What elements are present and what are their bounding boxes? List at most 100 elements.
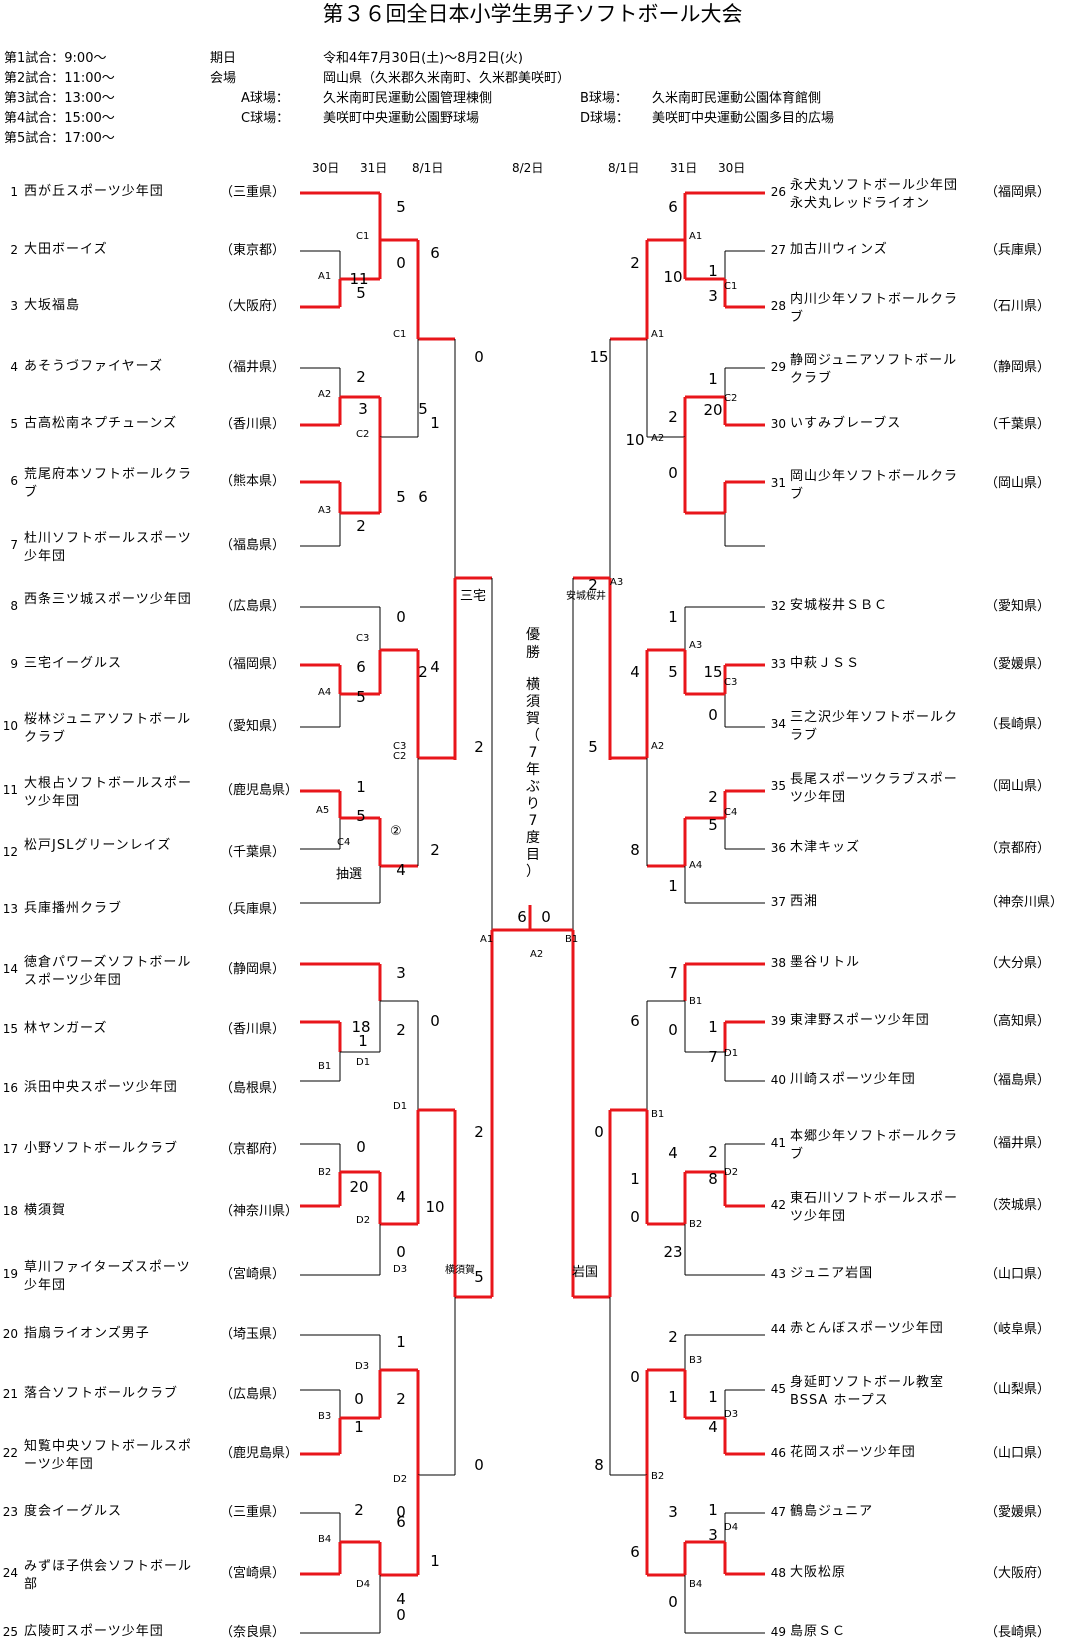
score: 2	[630, 254, 640, 272]
champion-char: 7	[528, 745, 538, 761]
score: 1	[708, 262, 718, 280]
team-prefecture: （東京都）	[220, 243, 286, 258]
period-label: 期日	[210, 51, 237, 66]
team-number: 44	[770, 1322, 786, 1336]
team-prefecture: （茨城県）	[985, 1198, 1051, 1213]
team-prefecture: （千葉県）	[220, 845, 286, 860]
match-label: C2	[724, 393, 738, 404]
score: 4	[396, 1188, 406, 1206]
score: 1	[668, 1388, 678, 1406]
score: 1	[708, 1388, 718, 1406]
team-prefecture: （長崎県）	[985, 717, 1051, 732]
score: 2	[668, 1328, 678, 1346]
final-score: 0	[541, 908, 551, 926]
team-number: 20	[2, 1327, 18, 1341]
team-prefecture: （香川県）	[220, 417, 286, 432]
team-prefecture: （兵庫県）	[220, 902, 286, 917]
score: 10	[663, 268, 683, 286]
team-number: 25	[2, 1625, 18, 1639]
team-prefecture: （大阪府）	[220, 299, 286, 314]
match-label: C3	[724, 677, 738, 688]
score: 7	[708, 1048, 718, 1066]
team-name: みずほ子供会ソフトボール部	[24, 1559, 193, 1592]
match-label: D1	[393, 1101, 408, 1112]
team-number: 35	[770, 779, 786, 793]
final-score: 6	[517, 908, 527, 926]
score: 0	[396, 1243, 406, 1261]
score: 0	[356, 1138, 366, 1156]
score: 1	[668, 877, 678, 895]
team-name: 度会イーグルス	[24, 1504, 123, 1519]
score: 8	[630, 841, 640, 859]
day-header: 8/2日	[512, 161, 544, 175]
team-number: 43	[770, 1267, 786, 1281]
score: 0	[668, 464, 678, 482]
team-number: 9	[10, 657, 18, 671]
score: 5	[396, 198, 406, 216]
team-prefecture: （三重県）	[220, 1505, 286, 1520]
team-prefecture: （岡山県）	[985, 476, 1051, 491]
score: 0	[354, 1390, 364, 1408]
team-number: 5	[10, 417, 18, 431]
match-label: D1	[724, 1048, 739, 1059]
score: 2	[708, 788, 718, 806]
lottery-note: 抽選	[336, 867, 363, 882]
score: 0	[594, 1123, 604, 1141]
team-prefecture: （岐阜県）	[985, 1322, 1051, 1337]
team-prefecture: （鹿児島県）	[220, 1446, 299, 1461]
score: 7	[668, 964, 678, 982]
score: 6	[418, 488, 428, 506]
score: 18	[351, 1018, 371, 1036]
team-prefecture: （静岡県）	[985, 360, 1051, 375]
team-number: 30	[770, 417, 786, 431]
score: 6	[430, 244, 440, 262]
match-label: C1	[393, 329, 407, 340]
champion-char: 横	[526, 677, 540, 693]
score: 0	[396, 254, 406, 272]
team-prefecture: （奈良県）	[220, 1625, 286, 1640]
match-label: C1	[724, 281, 738, 292]
score: 5	[396, 488, 406, 506]
team-name: 西が丘スポーツ少年団	[24, 184, 164, 199]
team-number: 22	[2, 1446, 18, 1460]
team-number: 45	[770, 1382, 786, 1396]
match-label: B1	[689, 996, 703, 1007]
team-name: 横須賀	[24, 1203, 67, 1218]
score: 3	[668, 1503, 678, 1521]
team-prefecture: （熊本県）	[220, 474, 286, 489]
score: 3	[708, 1526, 718, 1544]
schedule-line: 第5試合：17:00～	[4, 131, 115, 146]
schedule-line: 第3試合：13:00～	[4, 91, 115, 106]
match-label: A2	[318, 389, 332, 400]
match-label: D3	[355, 1361, 370, 1372]
team-number: 21	[2, 1387, 18, 1401]
team-prefecture: （福井県）	[985, 1136, 1051, 1151]
score: 3	[358, 400, 368, 418]
match-label: B3	[689, 1355, 703, 1366]
court-label: B球場：	[580, 91, 628, 106]
team-name: 木津キッズ	[790, 840, 861, 855]
score: 2	[354, 1501, 364, 1519]
score: 6	[396, 1513, 406, 1531]
team-number: 47	[770, 1505, 786, 1519]
score: 2	[396, 1021, 406, 1039]
team-number: 41	[770, 1136, 786, 1150]
match-label: B3	[318, 1411, 332, 1422]
champion-char: （	[526, 728, 540, 744]
team-prefecture: （愛媛県）	[985, 1505, 1051, 1520]
team-prefecture: （京都府）	[220, 1142, 286, 1157]
score: 1	[430, 414, 440, 432]
match-label: D2	[724, 1167, 739, 1178]
venue-label: 会場	[210, 71, 237, 86]
team-number: 48	[770, 1566, 786, 1580]
team-prefecture: （山梨県）	[985, 1382, 1051, 1397]
score: 2	[708, 1143, 718, 1161]
team-prefecture: （宮崎県）	[220, 1267, 286, 1282]
match-label: A5	[316, 805, 330, 816]
champion-char: 目	[526, 847, 540, 863]
team-name: 大阪松原	[790, 1565, 847, 1580]
match-label: C3	[356, 633, 370, 644]
team-name: 鶴島ジュニア	[790, 1504, 874, 1519]
team-number: 34	[770, 717, 786, 731]
team-name: 内川少年ソフトボールクラブ	[790, 292, 959, 325]
